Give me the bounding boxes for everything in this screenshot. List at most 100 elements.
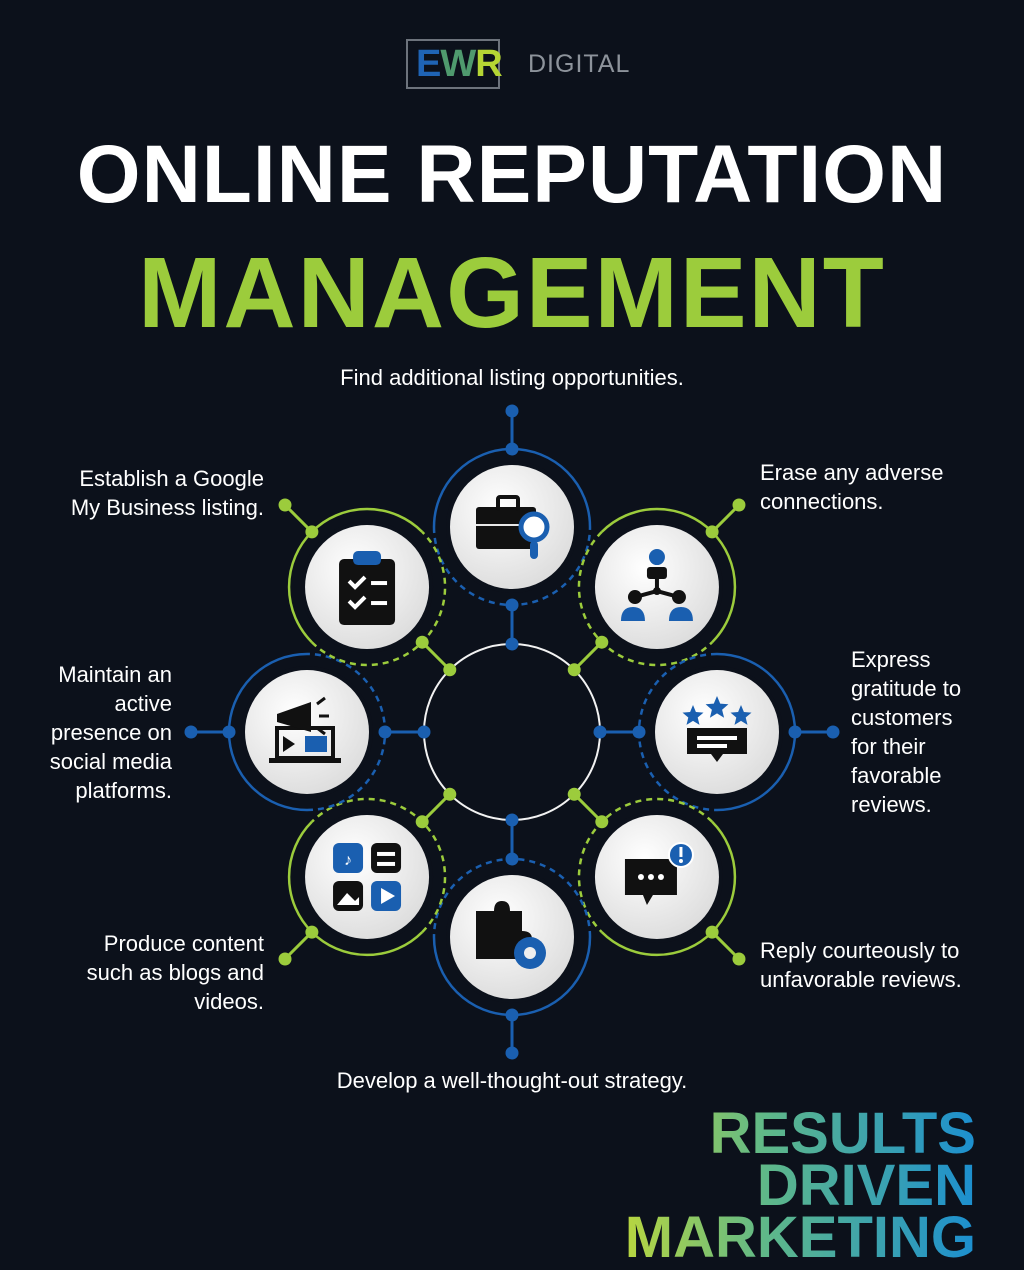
connector-dot	[595, 635, 609, 649]
music-tile	[333, 842, 364, 873]
connector-dot	[732, 952, 746, 966]
chat-bubble	[624, 858, 677, 905]
connector-dot	[417, 725, 431, 739]
network-people-icon	[620, 549, 693, 622]
logo: EWR DIGITAL	[406, 39, 630, 89]
envelope	[305, 736, 327, 752]
sound-lines	[316, 696, 329, 736]
play-icon	[381, 887, 396, 904]
connector-dot	[732, 498, 746, 512]
play-icon	[283, 736, 295, 752]
puzzle-gear-icon	[476, 901, 546, 969]
gear-hole	[524, 947, 536, 959]
magnifier-handle	[530, 541, 538, 559]
list-line	[371, 601, 388, 606]
person-head	[648, 549, 665, 566]
music-note-icon: ♪	[344, 852, 352, 869]
step-label-right: Express gratitude to customers for their…	[851, 647, 962, 817]
connector-dot	[184, 725, 198, 739]
connector-dot	[505, 404, 519, 418]
title-line1: ONLINE REPUTATION	[76, 129, 948, 220]
connector-dot	[505, 442, 519, 456]
text-line	[377, 851, 396, 856]
alert-dot	[678, 858, 683, 863]
connector-dot	[305, 525, 319, 539]
step-node-1	[567, 498, 746, 677]
connector-dot	[222, 725, 236, 739]
step-label-bottom-right: Reply courteously to unfavorable reviews…	[760, 938, 962, 992]
connector-dot	[593, 725, 607, 739]
megaphone	[277, 702, 311, 732]
node	[652, 587, 661, 596]
icon-circle	[305, 814, 430, 939]
connector-dot	[595, 815, 609, 829]
connector-dot	[415, 815, 429, 829]
step-label-bottom: Develop a well-thought-out strategy.	[336, 1068, 688, 1093]
connector-dot	[788, 725, 802, 739]
logo-box: EWR	[406, 39, 503, 89]
step-label-top: Find additional listing opportunities.	[340, 365, 684, 390]
step-label-top-left: Establish a Google My Business listing.	[70, 466, 264, 520]
step-node-4	[432, 813, 592, 1060]
connector-dot	[505, 852, 519, 866]
connector-dot	[505, 1008, 519, 1022]
slogan: RESULTS DRIVEN MARKETING	[625, 1108, 976, 1264]
person-body	[646, 567, 667, 580]
connector-dot	[505, 813, 519, 827]
star-icon	[682, 705, 704, 725]
step-node-7	[278, 498, 457, 677]
step-node-2	[593, 652, 840, 812]
connector-dot	[278, 498, 292, 512]
connector-dot	[505, 598, 519, 612]
chat-dot	[657, 873, 664, 880]
briefcase-search-icon	[476, 495, 550, 559]
text-line	[377, 861, 396, 866]
chat-dot	[637, 873, 644, 880]
content-apps-icon: ♪	[333, 842, 402, 911]
text-line	[697, 744, 727, 748]
step-node-6	[184, 652, 431, 812]
clipboard	[339, 559, 396, 626]
person-left	[620, 607, 645, 622]
step-node-5: ♪	[278, 787, 457, 966]
text-line	[697, 736, 737, 740]
connector-dot	[443, 663, 457, 677]
logo-mark: EWR	[416, 43, 503, 85]
node	[627, 590, 642, 605]
connector-dot	[505, 1046, 519, 1060]
connector-dot	[632, 725, 646, 739]
briefcase-handle	[496, 495, 520, 511]
logo-digital: DIGITAL	[528, 49, 631, 78]
chat-dot	[647, 873, 654, 880]
step-label-left: Maintain an active presence on social me…	[49, 662, 172, 803]
connector-dot	[443, 787, 457, 801]
connector-dot	[567, 663, 581, 677]
connector-dot	[305, 925, 319, 939]
connector-dot	[567, 787, 581, 801]
chat-alert-icon	[624, 841, 694, 905]
connector-dot	[278, 952, 292, 966]
megaphone-laptop-icon	[269, 696, 341, 763]
connector-dot	[415, 635, 429, 649]
magnifier-lens	[518, 511, 550, 543]
star-icon	[730, 705, 752, 725]
step-node-3	[567, 787, 746, 966]
connector-dot	[378, 725, 392, 739]
check-icon	[347, 575, 367, 590]
connector-dot	[826, 725, 840, 739]
star-review-icon	[682, 696, 752, 762]
clipboard-check-icon	[339, 551, 396, 626]
step-label-top-right: Erase any adverse connections.	[760, 460, 944, 514]
connector-dot	[505, 637, 519, 651]
star-icon	[705, 696, 729, 718]
list-line	[371, 581, 388, 586]
step-node-0	[432, 404, 592, 651]
connector-dot	[705, 525, 719, 539]
laptop-base	[269, 758, 341, 763]
connector-dot	[705, 925, 719, 939]
briefcase-body	[476, 507, 536, 549]
image-mountain	[337, 892, 360, 905]
check-icon	[347, 595, 367, 610]
icon-circle	[245, 670, 369, 794]
